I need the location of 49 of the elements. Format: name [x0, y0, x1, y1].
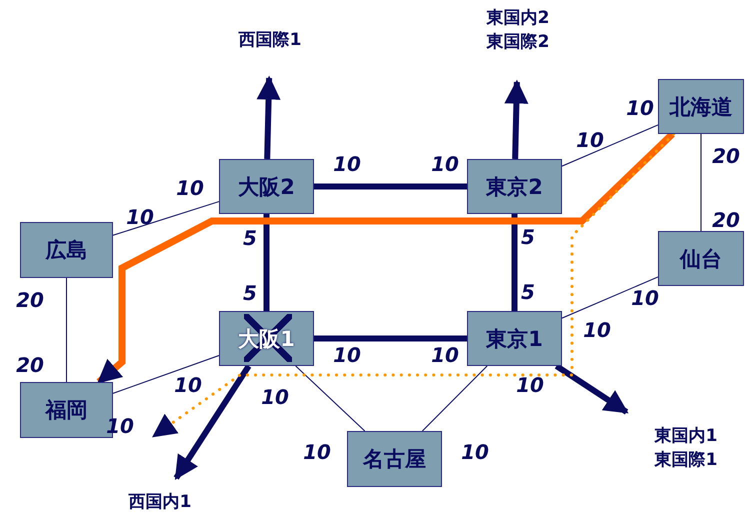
router-box: 大阪2 — [219, 159, 314, 214]
link-cost: 10 — [333, 152, 361, 176]
link-cost: 10 — [126, 205, 154, 229]
link-cost: 10 — [303, 440, 331, 464]
link-line — [66, 278, 67, 382]
link-line — [562, 124, 658, 167]
destination-label: 東国際2 — [486, 31, 550, 54]
arrow — [152, 132, 676, 438]
link-cost: 5 — [243, 226, 257, 250]
link-cost: 5 — [521, 280, 535, 304]
arrow — [554, 363, 629, 414]
arrow — [256, 76, 281, 160]
router-box: 名古屋 — [347, 431, 442, 487]
link-cost: 10 — [461, 440, 489, 464]
link-cost: 10 — [626, 96, 654, 120]
link-line — [700, 134, 702, 232]
link-cost: 10 — [583, 318, 611, 342]
link-line — [295, 366, 366, 432]
link-cost: 10 — [576, 128, 604, 152]
link-cost: 10 — [261, 385, 289, 409]
link-cost: 10 — [431, 343, 459, 367]
link-cost: 20 — [712, 208, 740, 232]
link-line — [422, 366, 488, 432]
destination-label: 東国内2 — [486, 7, 550, 30]
destination-label: 東国際1 — [654, 449, 718, 472]
router-box: 東京1 — [467, 311, 562, 366]
link-cost: 10 — [631, 286, 659, 310]
link-cost: 10 — [176, 176, 204, 200]
router-box: 広島 — [20, 222, 113, 278]
arrow — [504, 80, 528, 160]
router-box: 仙台 — [658, 231, 744, 286]
link-cost: 20 — [16, 353, 44, 377]
link-cost: 10 — [333, 343, 361, 367]
link-cost: 10 — [516, 373, 544, 397]
link-line — [562, 276, 658, 319]
destination-label: 西国内1 — [128, 491, 192, 514]
link-cost: 10 — [431, 152, 459, 176]
link-line — [112, 354, 220, 394]
router-box: 東京2 — [467, 159, 562, 214]
link-cost: 10 — [174, 373, 202, 397]
link-cost: 5 — [243, 281, 257, 305]
link-cost: 5 — [521, 225, 535, 249]
destination-label: 東国内1 — [654, 425, 718, 448]
link-cost: 20 — [712, 144, 740, 168]
destination-label: 西国際1 — [238, 29, 302, 52]
arrow — [174, 364, 252, 480]
link-line — [112, 201, 220, 236]
link-cost: 20 — [16, 288, 44, 312]
router-box: 北海道 — [658, 79, 744, 134]
